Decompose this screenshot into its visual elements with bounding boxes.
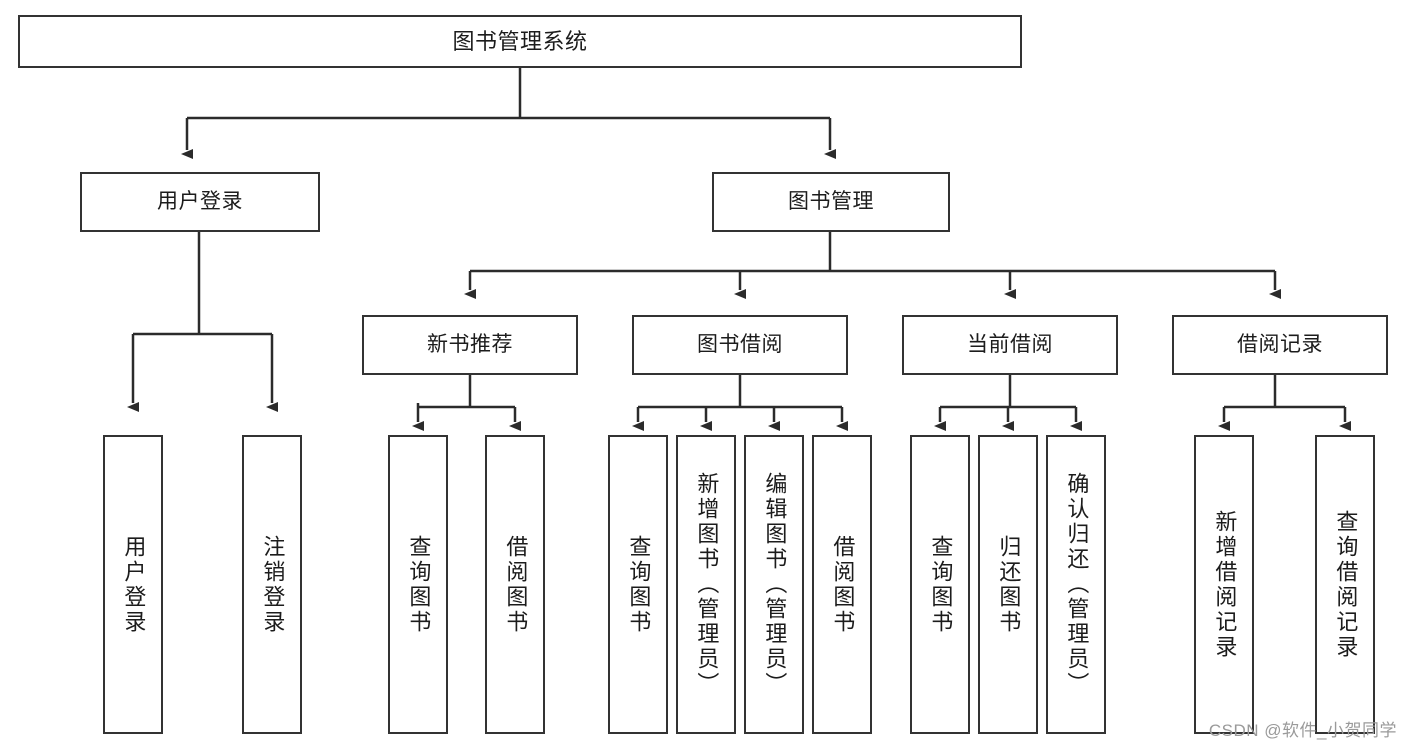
leaf-record-add[interactable]: 新增借阅记录 — [1194, 435, 1254, 734]
leaf-label: 新增图书（管理员） — [694, 472, 720, 697]
leaf-label: 归还图书 — [996, 534, 1022, 635]
node-borrow-record-label: 借阅记录 — [1237, 333, 1323, 357]
node-new-book-recommend[interactable]: 新书推荐 — [362, 315, 578, 375]
node-current-borrow-label: 当前借阅 — [967, 333, 1053, 357]
leaf-current-borrow-query[interactable]: 查询图书 — [910, 435, 970, 734]
leaf-label: 查询图书 — [626, 534, 652, 635]
leaf-user-login-logout[interactable]: 注销登录 — [242, 435, 302, 734]
node-current-borrow[interactable]: 当前借阅 — [902, 315, 1118, 375]
leaf-label: 借阅图书 — [830, 534, 856, 635]
leaf-label: 注销登录 — [260, 534, 286, 635]
node-book-manage-label: 图书管理 — [788, 190, 874, 214]
leaf-label: 用户登录 — [121, 534, 147, 635]
watermark: CSDN @软件_小贺同学 — [1208, 721, 1397, 740]
leaf-book-borrow-borrow[interactable]: 借阅图书 — [812, 435, 872, 734]
leaf-label: 编辑图书（管理员） — [762, 472, 788, 697]
node-user-login[interactable]: 用户登录 — [80, 172, 320, 232]
leaf-book-borrow-query[interactable]: 查询图书 — [608, 435, 668, 734]
node-book-manage[interactable]: 图书管理 — [712, 172, 950, 232]
node-user-login-label: 用户登录 — [157, 190, 243, 214]
leaf-book-borrow-add[interactable]: 新增图书（管理员） — [676, 435, 736, 734]
leaf-label: 查询图书 — [406, 534, 432, 635]
node-new-book-recommend-label: 新书推荐 — [427, 333, 513, 357]
leaf-user-login-login[interactable]: 用户登录 — [103, 435, 163, 734]
leaf-label: 查询图书 — [928, 534, 954, 635]
leaf-record-query[interactable]: 查询借阅记录 — [1315, 435, 1375, 734]
leaf-book-borrow-edit[interactable]: 编辑图书（管理员） — [744, 435, 804, 734]
node-root-label: 图书管理系统 — [452, 28, 588, 54]
node-book-borrow[interactable]: 图书借阅 — [632, 315, 848, 375]
node-borrow-record[interactable]: 借阅记录 — [1172, 315, 1388, 375]
leaf-current-borrow-confirm-return[interactable]: 确认归还（管理员） — [1046, 435, 1106, 734]
leaf-label: 新增借阅记录 — [1212, 509, 1238, 660]
leaf-new-book-query[interactable]: 查询图书 — [388, 435, 448, 734]
leaf-label: 查询借阅记录 — [1333, 509, 1359, 660]
leaf-current-borrow-return[interactable]: 归还图书 — [978, 435, 1038, 734]
node-book-borrow-label: 图书借阅 — [697, 333, 783, 357]
leaf-label: 借阅图书 — [503, 534, 529, 635]
leaf-new-book-borrow[interactable]: 借阅图书 — [485, 435, 545, 734]
node-root[interactable]: 图书管理系统 — [18, 15, 1022, 68]
leaf-label: 确认归还（管理员） — [1064, 472, 1090, 697]
